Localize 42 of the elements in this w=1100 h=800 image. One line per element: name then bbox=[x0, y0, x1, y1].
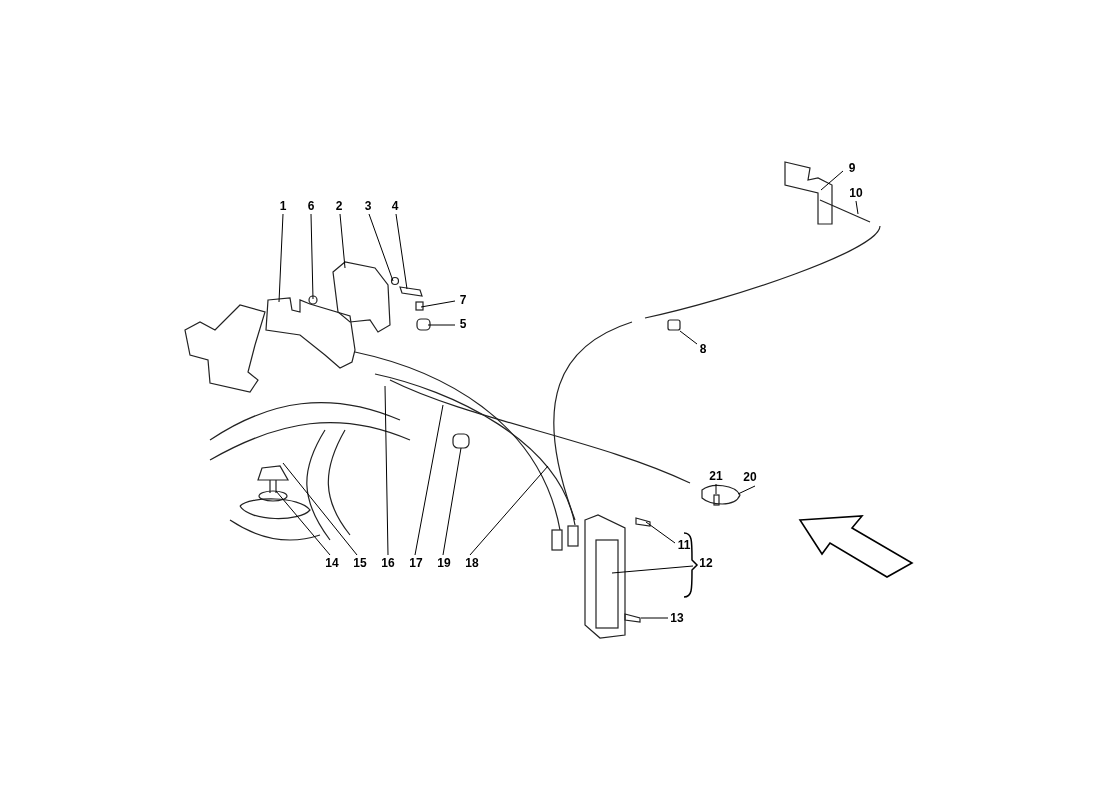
callout-number: 17 bbox=[408, 556, 424, 570]
callout-number: 7 bbox=[458, 293, 468, 307]
leader-line bbox=[414, 404, 444, 556]
callout-number: 20 bbox=[742, 470, 758, 484]
leader-line bbox=[427, 324, 456, 326]
leader-line bbox=[275, 490, 331, 556]
callout-number: 11 bbox=[676, 538, 692, 552]
leader-line bbox=[611, 565, 694, 574]
callout-number: 16 bbox=[380, 556, 396, 570]
leader-line bbox=[278, 213, 284, 303]
callout-number: 2 bbox=[334, 199, 344, 213]
callout-number: 9 bbox=[847, 161, 857, 175]
leader-line bbox=[395, 213, 408, 290]
leader-line bbox=[442, 447, 462, 556]
leader-line bbox=[310, 213, 314, 300]
callout-number: 15 bbox=[352, 556, 368, 570]
leader-line bbox=[640, 617, 669, 619]
leader-line bbox=[715, 483, 717, 495]
callout-number: 12 bbox=[698, 556, 714, 570]
callout-number: 19 bbox=[436, 556, 452, 570]
callout-number: 1 bbox=[278, 199, 288, 213]
leader-line bbox=[282, 462, 358, 556]
callout-number: 8 bbox=[698, 342, 708, 356]
callout-number: 5 bbox=[458, 317, 468, 331]
callout-number: 21 bbox=[708, 469, 724, 483]
callout-number: 18 bbox=[464, 556, 480, 570]
leader-line bbox=[469, 465, 549, 556]
leader-line bbox=[339, 213, 346, 269]
callout-number: 6 bbox=[306, 199, 316, 213]
leader-line bbox=[384, 385, 389, 556]
leader-line bbox=[737, 485, 756, 495]
leader-line bbox=[679, 330, 698, 345]
leader-line bbox=[855, 200, 859, 215]
leader-line bbox=[368, 213, 394, 282]
callout-number: 3 bbox=[363, 199, 373, 213]
callout-number: 14 bbox=[324, 556, 340, 570]
leader-line bbox=[820, 170, 844, 191]
leader-line bbox=[645, 521, 676, 544]
leader-line bbox=[420, 300, 456, 308]
callout-number: 13 bbox=[669, 611, 685, 625]
callout-number: 4 bbox=[390, 199, 400, 213]
callout-number: 10 bbox=[848, 186, 864, 200]
